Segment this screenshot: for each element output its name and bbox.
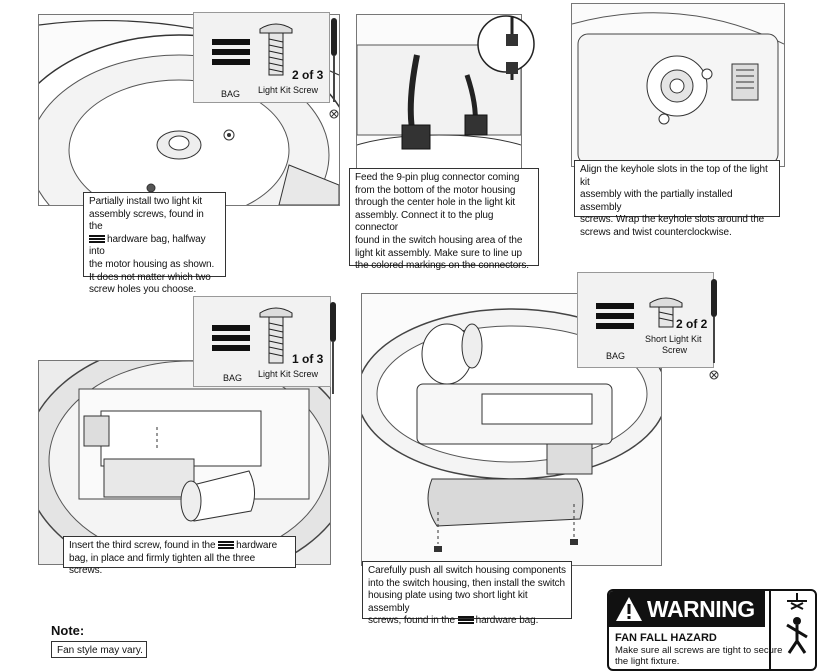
bag-icon (218, 541, 235, 549)
step-5-caption: Carefully push all switch housing compon… (362, 561, 572, 626)
screwdriver-icon (330, 302, 336, 394)
hazard-line-1: Make sure all screws are tight to secure (615, 645, 783, 656)
bag-label: BAG (223, 373, 243, 383)
hazard-line-2: the light fixture. (615, 656, 680, 667)
screw-label-line-1: Short Light Kit (645, 334, 702, 344)
step-4-illustration (38, 360, 331, 565)
falling-fan-pictogram (769, 591, 808, 669)
screw-label-line-2: Screw (662, 345, 688, 355)
bag-icon (596, 303, 634, 329)
hardware-box-step-1: BAG 2 of 3 Light Kit Screw (193, 12, 330, 103)
step-2-illustration (356, 14, 522, 170)
screw-count: 2 of 3 (292, 68, 324, 82)
step-4-caption: Insert the third screw, found in the har… (63, 536, 296, 576)
hardware-box-step-4: BAG 1 of 3 Light Kit Screw (193, 296, 331, 387)
step-3-illustration (571, 3, 785, 167)
note-text: Fan style may vary. (51, 641, 147, 658)
step-1-caption: Partially install two light kit assembly… (83, 192, 226, 295)
screw-count: 1 of 3 (292, 352, 324, 366)
warning-triangle-icon (616, 597, 642, 621)
connector-detail-callout (477, 15, 535, 80)
short-screw-icon (649, 297, 683, 328)
bag-icon (89, 234, 105, 243)
bag-label: BAG (221, 89, 241, 99)
hazard-title: FAN FALL HAZARD (615, 632, 717, 644)
bag-label: BAG (606, 351, 626, 361)
step-3-caption: Align the keyhole slots in the top of th… (574, 160, 780, 238)
bag-icon (212, 325, 250, 351)
screwdriver-icon (329, 18, 339, 119)
screw-label: Light Kit Screw (258, 369, 319, 379)
light-kit-assembly-drawing (39, 361, 330, 564)
note-title: Note: (51, 623, 85, 638)
screw-label: Light Kit Screw (258, 85, 319, 95)
warning-title: WARNING (647, 596, 755, 622)
bag-icon (457, 616, 474, 625)
screwdriver-icon (709, 279, 719, 380)
screw-icon (259, 307, 293, 364)
keyhole-alignment-drawing (572, 12, 784, 165)
screw-icon (259, 23, 293, 76)
hardware-box-step-5: BAG 2 of 2 Short Light Kit Screw (577, 272, 714, 368)
fan-fall-warning: WARNING FAN FALL HAZARD Make sure all sc… (607, 589, 817, 671)
bag-icon (212, 39, 250, 65)
step-2-caption: Feed the 9-pin plug connector coming fro… (349, 168, 539, 271)
screw-count: 2 of 2 (676, 317, 708, 331)
